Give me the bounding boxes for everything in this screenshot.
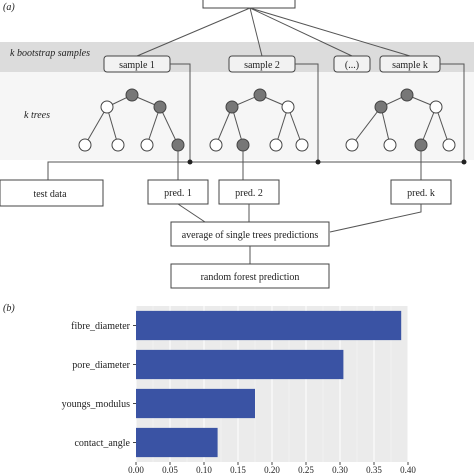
tree-node	[383, 138, 397, 152]
tree-node	[111, 138, 125, 152]
tree-node	[153, 100, 167, 114]
x-tick-label: 0.35	[366, 465, 382, 474]
x-tick-label: 0.30	[332, 465, 348, 474]
x-tick-label: 0.05	[162, 465, 178, 474]
final-box	[170, 263, 330, 289]
tree-node	[100, 100, 114, 114]
sample-box-1: sample 1	[103, 55, 171, 73]
connector	[136, 7, 251, 57]
pred-label-1: pred. 1	[164, 188, 192, 199]
pred-label-k: pred. k	[407, 188, 435, 199]
sample-label-2: sample 2	[244, 60, 280, 71]
sample-box-2: sample 2	[228, 55, 296, 73]
trees-band-label: k trees	[24, 110, 50, 121]
connector	[440, 63, 465, 160]
tree-node	[400, 88, 414, 102]
x-tick-label: 0.25	[298, 465, 314, 474]
test-data-label: test data	[33, 189, 67, 200]
bar	[136, 310, 402, 341]
connector	[249, 7, 263, 57]
x-tick-label: 0.15	[230, 465, 246, 474]
test-data-line	[47, 161, 464, 180]
tree-node	[269, 138, 283, 152]
tree-1	[78, 88, 185, 152]
pred-box-2	[218, 179, 280, 205]
sample-label-k: sample k	[392, 60, 428, 71]
test-data-box	[0, 179, 104, 207]
pred-box-k	[390, 179, 452, 205]
average-box	[170, 221, 330, 247]
importance-chart: 0.00 0.05 0.10 0.15 0.20 0.25 0.30 0.35 0.40 fibr…	[62, 306, 416, 474]
bar	[136, 427, 218, 458]
tree-node	[295, 138, 309, 152]
x-tick-label: 0.40	[400, 465, 416, 474]
bootstrap-band-label: k bootstrap samples	[10, 48, 90, 59]
x-tick-label: 0.00	[128, 465, 144, 474]
connector	[249, 7, 411, 57]
panel-a-label: (a)	[3, 2, 15, 13]
connector	[329, 204, 422, 233]
tree-node	[253, 88, 267, 102]
junction-dot	[187, 159, 193, 165]
connector	[177, 203, 206, 223]
tree-node	[442, 138, 456, 152]
junction-dot	[461, 159, 467, 165]
x-tick-label: 0.20	[264, 465, 280, 474]
pred-box-1	[147, 179, 209, 205]
average-label: average of single trees predictions	[182, 230, 319, 241]
pred-label-2: pred. 2	[235, 188, 263, 199]
y-tick-label: pore_diameter	[72, 360, 130, 371]
sample-label-ellipsis: (...)	[345, 60, 359, 71]
tree-node	[225, 100, 239, 114]
bar	[136, 388, 255, 419]
final-label: random forest prediction	[201, 272, 300, 283]
tree-node	[125, 88, 139, 102]
tree-node	[281, 100, 295, 114]
tree-node	[414, 138, 428, 152]
tree-node	[429, 100, 443, 114]
tree-node	[236, 138, 250, 152]
sample-box-ellipsis: (...)	[333, 55, 371, 73]
tree-node	[209, 138, 223, 152]
bar	[136, 349, 344, 380]
y-tick-label: youngs_modulus	[62, 399, 130, 410]
panel-b-label: (b)	[3, 303, 15, 314]
tree-node	[374, 100, 388, 114]
sample-box-k: sample k	[379, 55, 441, 73]
tree-node	[345, 138, 359, 152]
tree-k	[345, 88, 456, 152]
tree-node	[140, 138, 154, 152]
tree-node	[78, 138, 92, 152]
y-tick-label: contact_angle	[74, 438, 130, 449]
sample-label-1: sample 1	[119, 60, 155, 71]
tree-node	[171, 138, 185, 152]
junction-dot	[315, 159, 321, 165]
y-tick-label: fibre_diameter	[71, 321, 131, 332]
x-tick-label: 0.10	[196, 465, 212, 474]
connector	[295, 63, 319, 160]
connector	[170, 63, 191, 160]
tree-2	[209, 88, 309, 152]
connector	[249, 7, 353, 57]
dataset-box	[202, 0, 296, 9]
